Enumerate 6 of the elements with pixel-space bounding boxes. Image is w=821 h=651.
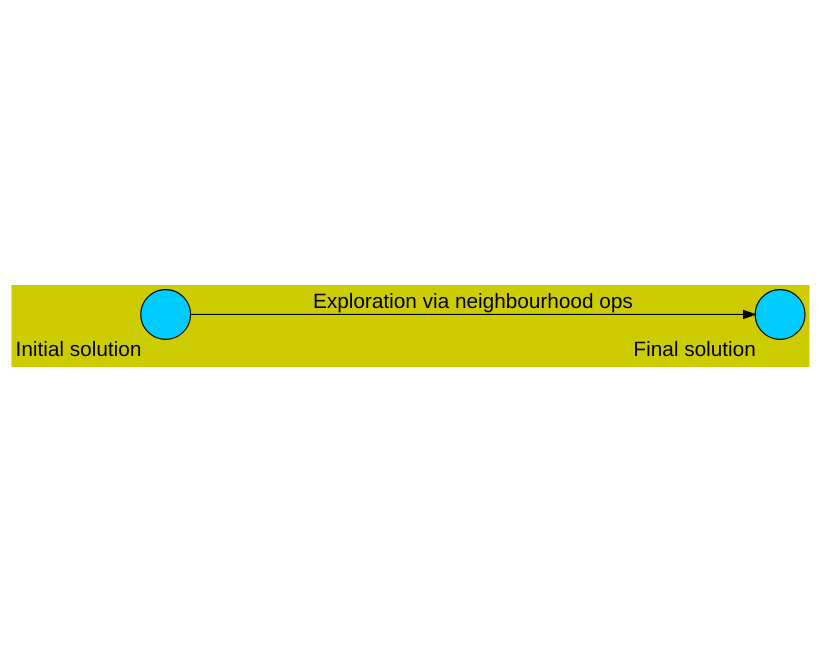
node-circle (140, 288, 192, 340)
node-label: Final solution (633, 337, 756, 360)
node-label: Initial solution (16, 337, 142, 360)
edge-label: Exploration via neighbourhood ops (312, 289, 633, 312)
arrow (190, 309, 757, 319)
node-circle (754, 288, 806, 340)
